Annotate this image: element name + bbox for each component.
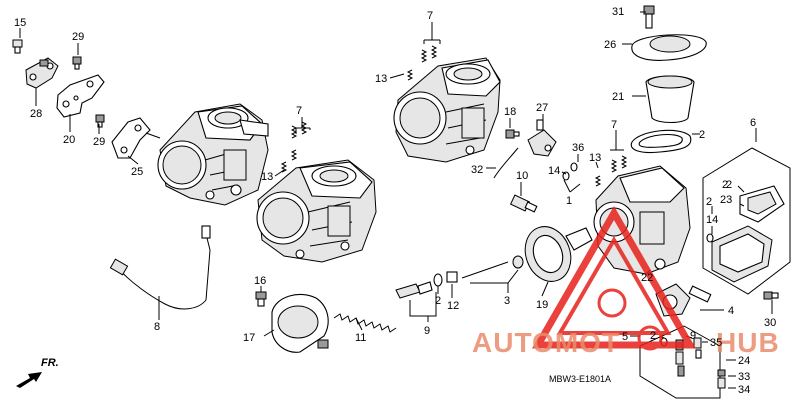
callout-label: 34 — [738, 384, 750, 396]
callout-label: 6 — [750, 117, 756, 129]
part-29-screw-bottom — [95, 114, 105, 128]
part-12-nut — [446, 271, 458, 283]
part-3-needle — [461, 255, 524, 279]
part-13-screw-right — [594, 175, 602, 187]
callout-label: 7 — [296, 105, 302, 117]
callout-label: 35 — [710, 337, 722, 349]
part-31-screw — [643, 5, 655, 29]
callout-label: 36 — [572, 142, 584, 154]
callout-label: 29 — [72, 31, 84, 43]
callout-label: 24 — [738, 355, 750, 367]
callout-label: 25 — [131, 166, 143, 178]
front-direction-arrow — [16, 372, 42, 388]
part-13-screw-center — [406, 69, 414, 81]
carburetor-left-lower — [256, 159, 377, 263]
part-25-bracket — [111, 117, 161, 159]
part-15-screw — [12, 39, 23, 54]
part-9-plunger — [395, 281, 433, 299]
callout-label: 3 — [504, 295, 510, 307]
part-2-oring-box — [706, 233, 714, 243]
part-7-springs-right — [610, 155, 628, 173]
carburetor-left-upper — [157, 103, 269, 206]
callout-label: 2 — [699, 129, 705, 141]
part-8-cable — [109, 225, 211, 310]
part-4-valve-assembly — [655, 283, 712, 317]
part-32-hose — [493, 147, 519, 179]
callout-label: 9 — [424, 325, 430, 337]
part-19-diaphragm — [524, 226, 593, 282]
watermark-text-left: AUTOMOT — [472, 327, 620, 358]
part-2-gasket-top — [630, 129, 692, 154]
part-7-springs-left — [290, 121, 308, 139]
callout-label: 7 — [427, 10, 433, 22]
callout-label: 9 — [690, 330, 696, 342]
callout-label: 33 — [738, 371, 750, 383]
callout-label: 11 — [355, 332, 366, 344]
watermark-logo — [531, 205, 697, 351]
callout-label: 2 — [706, 196, 712, 208]
part-27-valve — [527, 119, 557, 157]
part-float-chamber — [711, 225, 773, 283]
part-26-holder — [631, 34, 707, 61]
callout-label: 10 — [516, 170, 528, 182]
callout-label: 18 — [504, 106, 516, 118]
callout-label: 5 — [622, 331, 628, 343]
leader-lines — [19, 11, 773, 389]
callout-label: 2 — [722, 179, 728, 191]
part-18-screw — [505, 129, 520, 139]
callout-label: 13 — [589, 152, 601, 164]
callout-label: 13 — [261, 171, 273, 183]
callout-label: 26 — [604, 39, 616, 51]
catalog-code: MBW3-E1801A — [549, 374, 611, 384]
callout-label: 12 — [447, 300, 459, 312]
callout-label: 20 — [63, 134, 75, 146]
part-14-washer — [562, 171, 570, 181]
callout-label: 16 — [254, 275, 266, 287]
callout-label: 1 — [566, 195, 572, 207]
callout-label: 28 — [30, 108, 42, 120]
part-11-spring — [333, 313, 397, 333]
part-36-clip — [570, 162, 578, 172]
watermark-text-right: HUB — [716, 327, 780, 358]
callout-label: 23 — [720, 194, 732, 206]
callout-label: 2 — [650, 330, 656, 342]
callout-label: 2 — [435, 295, 441, 307]
callout-label: 2 — [726, 179, 732, 191]
part-30-bolt — [763, 291, 779, 300]
callout-label: 15 — [14, 17, 26, 29]
callout-label: 32 — [471, 164, 483, 176]
part-20-bracket — [56, 74, 105, 118]
callout-label: 19 — [536, 299, 548, 311]
callout-label: 22 — [641, 272, 653, 284]
carburetor-center — [393, 57, 501, 163]
callout-label: 27 — [536, 102, 548, 114]
part-23-gasket — [739, 185, 785, 223]
part-16-screw — [255, 291, 267, 307]
callout-label: 13 — [375, 73, 387, 85]
callout-label: 4 — [728, 305, 734, 317]
part-13-screw-left — [280, 149, 298, 173]
part-17-cover — [271, 294, 329, 353]
callout-label: 31 — [612, 6, 624, 18]
callout-label: 8 — [154, 321, 160, 333]
callout-label: 17 — [243, 332, 255, 344]
part-21-funnel — [645, 75, 695, 124]
callout-label: 29 — [93, 136, 105, 148]
part-28-sensor-plate — [25, 57, 59, 89]
callout-label: 30 — [764, 317, 776, 329]
callout-label: 14 — [548, 165, 560, 177]
part-6-group-frame — [702, 147, 791, 295]
callout-label: 14 — [706, 214, 718, 226]
callout-label: 21 — [612, 91, 624, 103]
part-10-jet — [509, 194, 538, 213]
callout-label: 7 — [611, 119, 617, 131]
part-2-oring-mid — [433, 273, 443, 287]
front-direction-label: FR. — [41, 357, 59, 369]
part-29-screw-top — [72, 56, 82, 70]
part-7-springs-center — [420, 45, 438, 63]
callout-numbers: 15 28 29 20 29 25 7 13 8 16 17 11 2 12 3… — [14, 6, 776, 396]
